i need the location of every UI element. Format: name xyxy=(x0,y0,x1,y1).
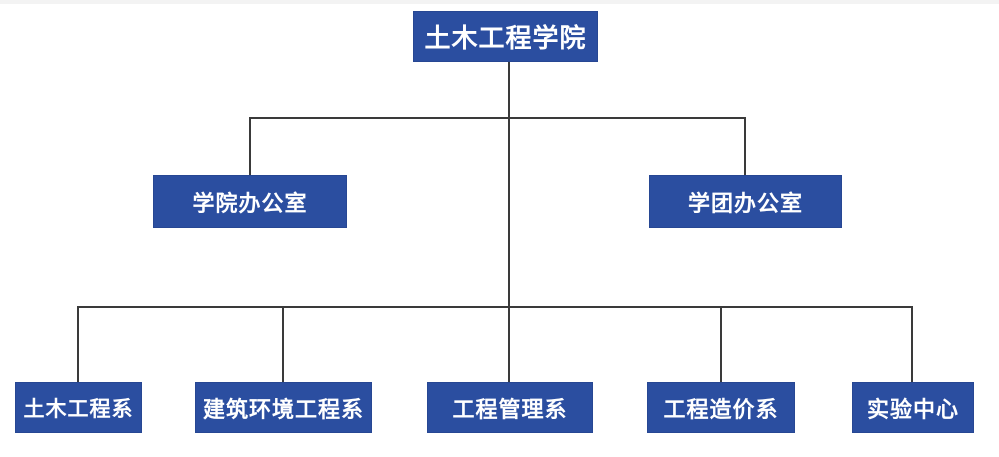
org-node-civil-engineering-dept: 土木工程系 xyxy=(15,382,142,433)
org-node-college-office: 学院办公室 xyxy=(153,175,347,228)
connector-level3-horizontal xyxy=(77,306,913,308)
connector-college-office-drop xyxy=(249,117,251,175)
connector-building-env-dept-drop xyxy=(282,306,284,382)
connector-civil-eng-dept-drop xyxy=(77,306,79,382)
org-node-root: 土木工程学院 xyxy=(413,11,598,62)
org-node-student-league-office: 学团办公室 xyxy=(649,175,842,228)
connector-level2-horizontal xyxy=(249,117,746,119)
org-node-laboratory-center-label: 实验中心 xyxy=(866,396,959,422)
connector-student-office-drop xyxy=(744,117,746,175)
connector-root-vertical xyxy=(508,62,510,382)
org-node-student-league-office-label: 学团办公室 xyxy=(687,190,803,216)
org-node-civil-engineering-dept-label: 土木工程系 xyxy=(23,397,134,421)
org-node-engineering-cost-dept: 工程造价系 xyxy=(647,382,795,433)
org-node-college-office-label: 学院办公室 xyxy=(192,190,308,216)
org-node-building-environment-engineering-dept-label: 建筑环境工程系 xyxy=(202,396,364,422)
org-node-laboratory-center: 实验中心 xyxy=(852,382,974,433)
connector-lab-center-drop xyxy=(911,306,913,382)
org-node-root-label: 土木工程学院 xyxy=(424,23,587,53)
top-divider xyxy=(0,0,999,4)
org-node-building-environment-engineering-dept: 建筑环境工程系 xyxy=(195,382,372,433)
org-node-engineering-management-dept-label: 工程管理系 xyxy=(452,396,568,422)
org-node-engineering-management-dept: 工程管理系 xyxy=(427,382,593,433)
org-node-engineering-cost-dept-label: 工程造价系 xyxy=(663,396,779,422)
connector-eng-cost-dept-drop xyxy=(720,306,722,382)
